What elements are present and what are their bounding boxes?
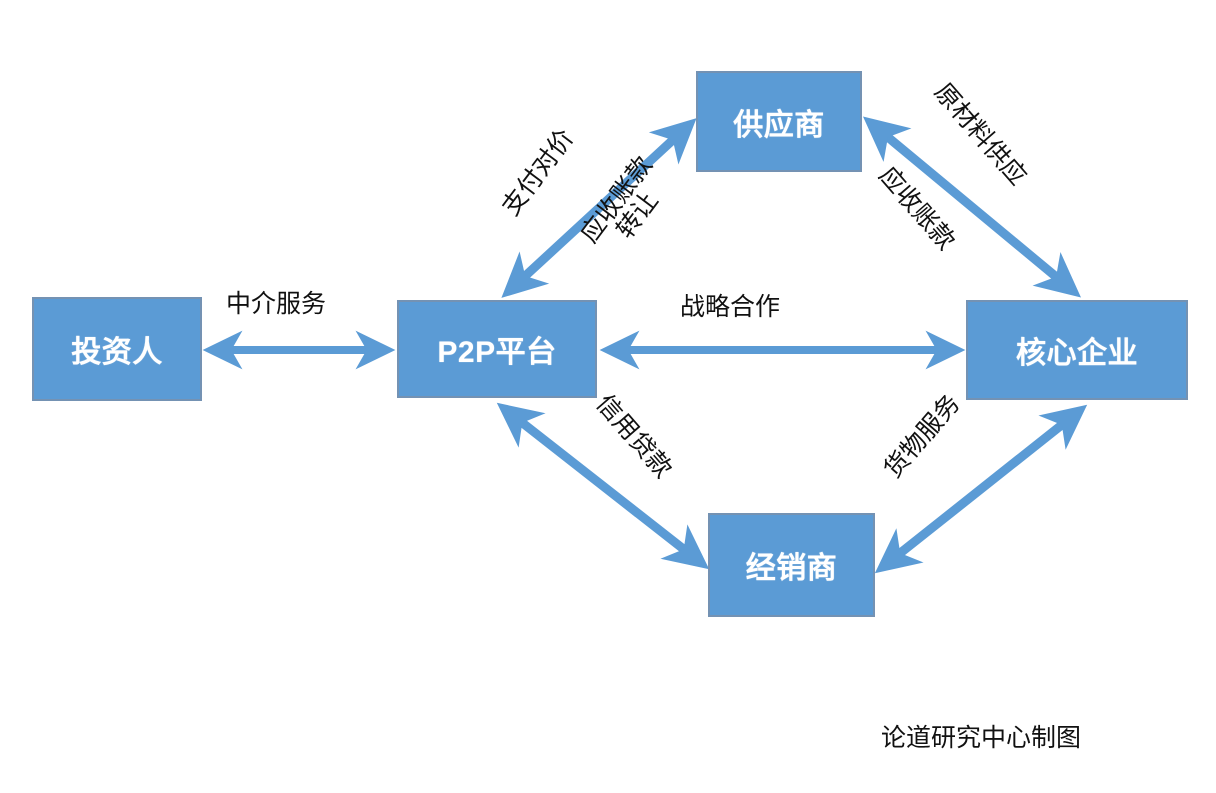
- edge-label-goods-service: 货物服务: [879, 390, 966, 484]
- node-dealer[interactable]: 经销商: [708, 513, 875, 617]
- edge-label-payment-consideration: 支付对价: [497, 124, 580, 221]
- node-p2p-platform-label: P2P平台: [437, 336, 557, 369]
- node-supplier-label: 供应商: [733, 108, 825, 142]
- node-supplier[interactable]: 供应商: [696, 71, 862, 172]
- node-dealer-label: 经销商: [745, 552, 838, 585]
- edge-label-intermediary-service: 中介服务: [226, 291, 327, 318]
- edge-label-credit-loan: 信用贷款: [590, 390, 677, 484]
- edge-label-raw-material-supply: 原材料供应: [928, 78, 1032, 191]
- edge-label-receivables-transfer: 应收账款转让: [576, 151, 664, 249]
- edge-label-strategic-cooperation: 战略合作: [680, 294, 781, 321]
- footer-credit-note: 论道研究中心制图: [881, 725, 1082, 752]
- edge-p2p-dealer: [496, 402, 710, 570]
- node-investor[interactable]: 投资人: [32, 297, 202, 401]
- node-investor-label: 投资人: [71, 336, 163, 369]
- node-core-enterprise-label: 核心企业: [1016, 337, 1138, 370]
- edge-label-accounts-receivable: 应收账款: [873, 162, 960, 256]
- node-p2p-platform[interactable]: P2P平台: [397, 300, 597, 398]
- node-core-enterprise[interactable]: 核心企业: [966, 300, 1188, 400]
